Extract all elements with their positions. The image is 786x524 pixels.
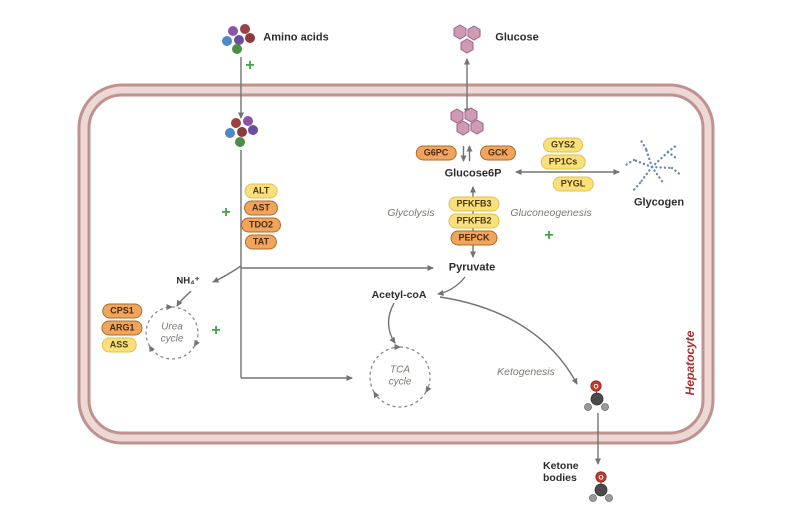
urea-cycle-circle [145, 304, 200, 360]
ketogenesis-label: Ketogenesis [497, 365, 555, 378]
activation-plus-icon: + [211, 322, 221, 339]
acetylcoa-to-tca-arrow [387, 302, 396, 344]
enzyme-pill-tdo2: TDO2 [240, 217, 282, 233]
ammonium-to-urea-arrow [176, 290, 192, 307]
hepatocyte-label: Hepatocyte [683, 330, 697, 396]
glucose-label: Glucose [495, 31, 539, 44]
amino-acids-label: Amino acids [263, 31, 329, 44]
gluconeogenesis-label: Gluconeogenesis [510, 206, 592, 219]
oxygen-atom-label: O [598, 475, 603, 482]
tca-cycle-circle [369, 344, 432, 408]
ketone-bodies-label: Ketone bodies [543, 459, 579, 484]
ketogenesis-arrow [439, 296, 578, 385]
acetyl-coa-label: Acetyl-coA [371, 288, 427, 301]
activation-plus-icon: + [221, 204, 231, 221]
glycogen-label: Glycogen [633, 196, 685, 209]
enzyme-pill-tat: TAT [244, 234, 278, 250]
enzyme-pill-pp1cs: PP1Cs [540, 154, 586, 170]
ammonium-label: NH₄⁺ [176, 275, 200, 287]
enzyme-pill-pygl: PYGL [552, 176, 594, 192]
enzyme-pill-gck: GCK [480, 145, 516, 161]
enzyme-pill-ass: ASS [101, 337, 137, 353]
activation-plus-icon: + [544, 227, 554, 244]
cell-membrane [77, 83, 715, 445]
activation-plus-icon: + [245, 57, 255, 74]
enzyme-pill-g6pc: G6PC [415, 145, 457, 161]
amino-acids-icon-outside [222, 24, 255, 54]
enzyme-pill-pfkfb2: PFKFB2 [448, 213, 500, 229]
enzyme-pill-pfkfb3: PFKFB3 [448, 196, 500, 212]
glucose-icon-outside [453, 24, 481, 54]
urea-cycle-label: Urea cycle [160, 321, 184, 345]
pyruvate-label: Pyruvate [448, 261, 496, 274]
amino-acids-icon-inside [225, 116, 258, 147]
enzyme-pill-arg1: ARG1 [101, 320, 143, 336]
glycolysis-label: Glycolysis [387, 206, 435, 219]
enzyme-pill-gys2: GYS2 [542, 137, 584, 153]
tca-cycle-label: TCA cycle [388, 364, 412, 388]
ketone-body-molecule-exported-icon: O [589, 471, 613, 502]
glucose6p-label: Glucose6P [444, 167, 502, 180]
oxygen-atom-label: O [593, 384, 598, 391]
ketone-body-molecule-icon: O [584, 380, 609, 411]
enzyme-pill-alt: ALT [244, 183, 278, 199]
to-ammonium-arrow [212, 265, 242, 283]
enzyme-pill-ast: AST [244, 200, 278, 216]
pyruvate-to-acetylcoa-arrow [437, 276, 466, 296]
glycogen-icon [622, 137, 684, 194]
enzyme-pill-cps1: CPS1 [102, 303, 142, 319]
enzyme-pill-pepck: PEPCK [450, 230, 498, 246]
metabolic-cycles [145, 304, 432, 408]
glucose-icon-inside [450, 107, 484, 136]
